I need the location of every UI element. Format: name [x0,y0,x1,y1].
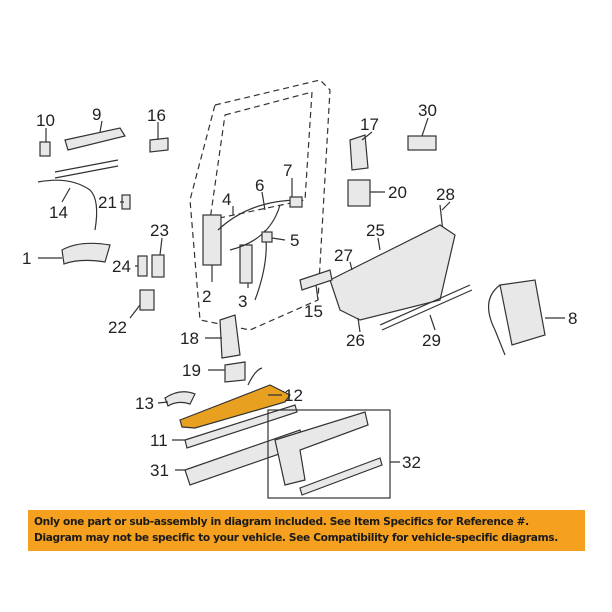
disclaimer-banner: Only one part or sub-assembly in diagram… [28,510,585,551]
weatherstrip [54,159,119,179]
window-frame-outline [209,91,313,221]
callout-4: 4 [222,190,231,209]
door-frame-outline [189,79,331,331]
cables [217,199,301,301]
callout-32: 32 [402,453,421,472]
part-12-wire [247,367,263,386]
part-18 [219,314,241,359]
part-8 [499,279,546,346]
callout-2: 2 [202,287,211,306]
callout-8: 8 [568,309,577,328]
part-14 [37,179,98,231]
callout-6: 6 [255,176,264,195]
part-32-group-box [267,409,391,499]
part-15 [299,269,333,291]
disclaimer-line-1: Only one part or sub-assembly in diagram… [34,516,529,528]
part-10 [39,141,51,157]
part-12-highlighted [179,384,291,429]
callout-12: 12 [284,386,303,405]
part-3 [239,244,253,284]
callout-10: 10 [36,111,55,130]
callout-16: 16 [147,106,166,125]
callout-15: 15 [304,302,323,321]
callout-29: 29 [422,331,441,350]
part-30 [407,135,437,151]
callout-24: 24 [112,257,131,276]
callout-7: 7 [283,161,292,180]
callout-23: 23 [150,221,169,240]
callout-22: 22 [108,318,127,337]
callout-18: 18 [180,329,199,348]
part-13 [164,391,196,407]
part-5 [261,231,273,243]
callout-3: 3 [238,292,247,311]
part-11 [184,404,298,449]
part-22 [139,289,155,311]
part-17 [349,134,369,171]
callout-31: 31 [150,461,169,480]
part-1 [61,242,111,265]
callout-19: 19 [182,361,201,380]
callout-13: 13 [135,394,154,413]
part-20 [347,179,371,207]
part-29 [379,284,473,331]
callout-25: 25 [366,221,385,240]
callout-5: 5 [290,231,299,250]
part-32 [274,411,369,486]
callout-1: 1 [22,249,31,268]
callout-11: 11 [150,431,168,450]
part-2 [202,214,222,266]
part-25-26-27 [329,224,456,321]
callout-30: 30 [418,101,437,120]
callout-14: 14 [49,203,68,222]
part-19 [224,361,246,383]
callout-21: 21 [98,193,117,212]
part-7 [289,196,303,208]
part-24 [137,255,148,277]
part-16 [149,137,169,153]
callout-28: 28 [436,185,455,204]
part-8-cable [488,284,506,356]
leader-lines [38,117,565,471]
part-9 [64,127,126,151]
part-32b [299,457,383,496]
callout-26: 26 [346,331,365,350]
part-23 [151,254,165,278]
disclaimer-line-2: Diagram may not be specific to your vehi… [34,532,558,544]
callout-17: 17 [360,115,379,134]
callout-20: 20 [388,183,407,202]
callout-27: 27 [334,246,353,265]
callout-9: 9 [92,105,101,124]
